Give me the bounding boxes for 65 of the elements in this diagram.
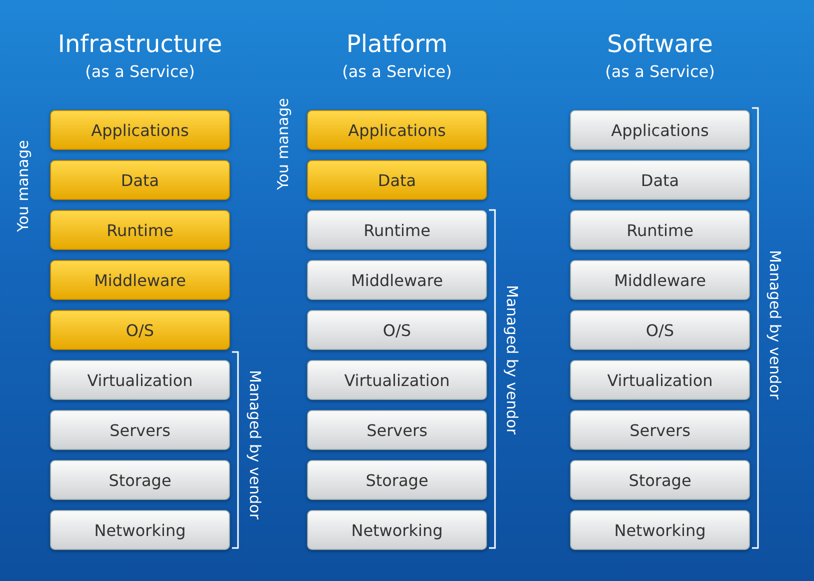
layer-label: Runtime [106,220,174,240]
side-label: Managed by vendor [766,250,784,400]
layer-label: Data [120,170,160,190]
layer-label: Storage [628,470,692,490]
layer-label: Runtime [364,220,430,240]
layer-box [50,310,230,350]
layer-box [50,160,230,200]
layer-box [570,260,750,300]
layer-box [570,110,750,150]
layer-box [307,310,487,350]
layer-box [307,160,487,200]
layer-box [307,110,487,150]
layer-label: Servers [630,420,690,440]
layer-label: Virtualization [344,370,450,390]
layer-label: Applications [348,120,446,140]
layer-label: Applications [91,120,189,140]
column-heading: Infrastructure [58,30,222,58]
layer-label: Storage [366,470,428,490]
layer-box [307,460,487,500]
layer-label: Networking [94,520,186,540]
layer-label: Virtualization [607,370,713,390]
layer-label: Data [378,170,416,190]
layer-label: O/S [382,320,412,340]
layer-label: Networking [351,520,443,540]
layer-label: Middleware [614,270,706,290]
layer-label: Storage [108,470,172,490]
column-heading: Software [607,30,713,58]
column-subheading: (as a Service) [342,62,452,81]
layer-box [50,460,230,500]
layer-box [570,160,750,200]
layer-box [570,360,750,400]
layer-label: O/S [126,320,154,340]
side-label: Managed by vendor [246,370,264,520]
layer-label: Middleware [351,270,443,290]
layer-box [570,460,750,500]
layer-box [307,510,487,550]
layer-box [307,210,487,250]
side-label: You manage [274,98,292,190]
side-label: Managed by vendor [503,285,521,435]
layer-box [50,510,230,550]
layer-box [50,260,230,300]
layer-label: O/S [646,320,674,340]
layer-label: Virtualization [87,370,193,390]
layer-box [570,510,750,550]
layer-box [50,360,230,400]
layer-box [570,310,750,350]
layer-label: Networking [614,520,706,540]
layer-label: Applications [611,120,709,140]
layer-label: Runtime [626,220,694,240]
layer-box [570,410,750,450]
layer-box [570,210,750,250]
layer-box [50,410,230,450]
side-label: You manage [14,140,32,232]
layer-box [307,360,487,400]
layer-label: Data [640,170,680,190]
column-subheading: (as a Service) [605,62,715,81]
layer-box [50,210,230,250]
layer-label: Middleware [94,270,186,290]
layer-box [307,260,487,300]
layer-label: Servers [110,420,170,440]
layer-label: Servers [366,420,428,440]
layer-box [50,110,230,150]
column-subheading: (as a Service) [85,62,195,81]
column-heading: Platform [346,30,448,58]
layer-box [307,410,487,450]
